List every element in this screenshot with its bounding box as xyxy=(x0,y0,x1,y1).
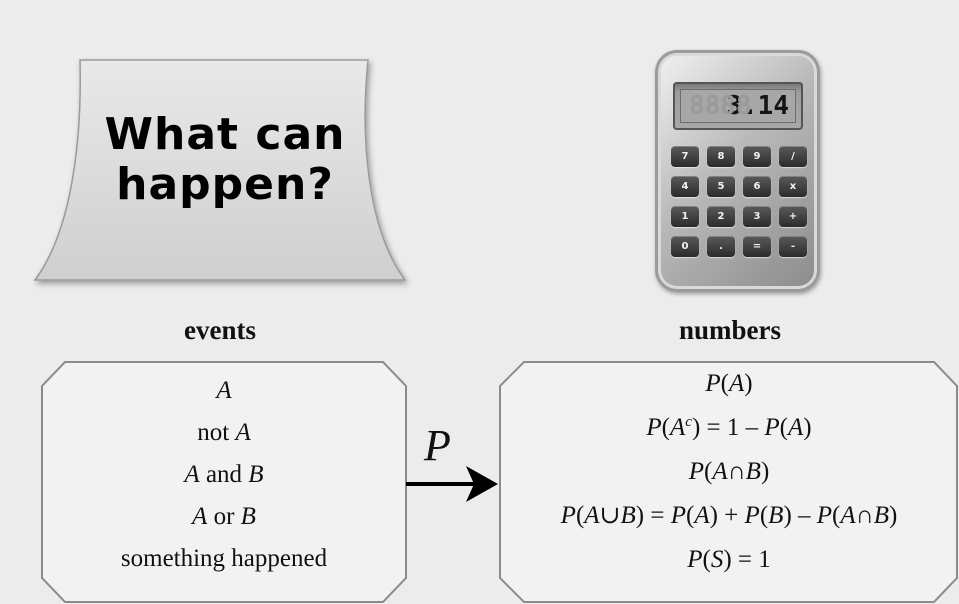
calculator-key: 3 xyxy=(743,206,771,227)
probability-formula-part: A xyxy=(840,502,856,529)
calculator-key: x xyxy=(779,176,807,197)
probability-formula-part: ( xyxy=(661,414,670,441)
calculator-key: = xyxy=(743,236,771,257)
calculator-key: . xyxy=(707,236,735,257)
events-heading: events xyxy=(184,315,256,345)
probability-formula-part: P xyxy=(687,546,703,573)
calculator-key: - xyxy=(779,236,807,257)
sticky-note-text: What can happen? xyxy=(100,110,350,210)
probability-formula-part: ∪ xyxy=(599,502,621,529)
probability-formula-part: B xyxy=(768,502,784,529)
probability-formula-part: ( xyxy=(759,502,769,529)
calculator-display-screen: 8888 3.14 xyxy=(680,89,796,123)
event-item-part: A xyxy=(184,461,200,488)
mapping-arrow-head xyxy=(466,466,498,502)
probability-formula-part: c xyxy=(685,414,692,430)
numbers-list: P(A)P(Ac) = 1 – P(A)P(A∩B)P(A∪B) = P(A) … xyxy=(500,362,958,582)
probability-formula-part: ( xyxy=(720,370,729,397)
probability-formula-part: ) xyxy=(744,370,753,397)
probability-formula-part: ( xyxy=(779,414,788,441)
probability-formula-part: S xyxy=(710,546,724,573)
event-item: A xyxy=(42,370,406,412)
probability-formula-part: ) = xyxy=(635,502,671,529)
probability-formula-part: ) = 1 xyxy=(723,546,771,573)
calculator-display-value: 3.14 xyxy=(726,91,789,121)
calculator-display-ghost-digits: 8888 xyxy=(689,91,752,121)
probability-formula-part: ( xyxy=(832,502,841,529)
probability-formula-part: ( xyxy=(575,502,585,529)
probability-formula-part: ( xyxy=(686,502,695,529)
probability-formula-part: A xyxy=(694,502,710,529)
event-item-part: and xyxy=(199,461,249,488)
probability-formula: P(A∪B) = P(A) + P(B) – P(A∩B) xyxy=(500,494,958,538)
probability-formula-part: ∩ xyxy=(727,458,746,485)
probability-formula-part: ) xyxy=(760,458,770,485)
calculator-key: 8 xyxy=(707,146,735,167)
probability-formula-part: A xyxy=(584,502,600,529)
probability-formula: P(Ac) = 1 – P(A) xyxy=(500,406,958,450)
event-item: A or B xyxy=(42,496,406,538)
calculator-key: 7 xyxy=(671,146,699,167)
probability-formula-part: A xyxy=(712,458,728,485)
probability-formula-part: ) xyxy=(889,502,898,529)
probability-formula-part: A xyxy=(670,414,686,441)
numbers-heading: numbers xyxy=(678,315,781,345)
event-item-part: A xyxy=(235,419,251,446)
calculator-key: 4 xyxy=(671,176,699,197)
probability-formula-part: A xyxy=(729,370,745,397)
probability-formula-part: ( xyxy=(702,546,711,573)
calculator-key: 0 xyxy=(671,236,699,257)
probability-formula-part: ) = 1 – xyxy=(691,414,765,441)
probability-formula-part: P xyxy=(764,414,780,441)
probability-formula-part: P xyxy=(560,502,576,529)
probability-formula: P(A) xyxy=(500,362,958,406)
probability-formula-part: ) + xyxy=(709,502,745,529)
probability-formula-part: P xyxy=(646,414,662,441)
probability-formula: P(S) = 1 xyxy=(500,538,958,582)
numbers-box xyxy=(499,361,958,603)
events-box xyxy=(41,361,407,603)
event-item: A and B xyxy=(42,454,406,496)
probability-formula-part: P xyxy=(816,502,833,529)
event-item: not A xyxy=(42,412,406,454)
probability-formula-part: P xyxy=(744,502,760,529)
probability-formula-part: P xyxy=(688,458,704,485)
probability-formula-part: ) xyxy=(803,414,812,441)
probability-formula-part: B xyxy=(620,502,636,529)
event-item-part: something happened xyxy=(120,545,328,572)
sticky-note-line: What can xyxy=(104,109,346,160)
calculator-display: 8888 3.14 xyxy=(673,82,803,130)
probability-formula-part: A xyxy=(788,414,804,441)
probability-formula-part: P xyxy=(705,370,721,397)
calculator-key: 1 xyxy=(671,206,699,227)
event-item-part: B xyxy=(240,503,256,530)
mapping-label: P xyxy=(424,421,451,470)
probability-formula-part: ( xyxy=(704,458,713,485)
probability-formula-part: P xyxy=(670,502,686,529)
event-item-part: A xyxy=(192,503,208,530)
calculator-key: 2 xyxy=(707,206,735,227)
calculator-key: / xyxy=(779,146,807,167)
calculator-key: 5 xyxy=(707,176,735,197)
probability-formula-part: B xyxy=(745,458,761,485)
sticky-note xyxy=(33,59,407,281)
probability-formula: P(A∩B) xyxy=(500,450,958,494)
event-item-part: B xyxy=(248,461,264,488)
probability-formula-part: ) – xyxy=(783,502,817,529)
event-item-part: not xyxy=(197,419,236,446)
calculator-key: 6 xyxy=(743,176,771,197)
calculator-key: 9 xyxy=(743,146,771,167)
sticky-note-line: happen? xyxy=(116,159,334,210)
event-item-part: or xyxy=(207,503,241,530)
event-item-part: A xyxy=(216,377,232,404)
event-item: something happened xyxy=(42,538,406,580)
probability-formula-part: B xyxy=(873,502,889,529)
probability-formula-part: ∩ xyxy=(855,502,874,529)
calculator-key: + xyxy=(779,206,807,227)
